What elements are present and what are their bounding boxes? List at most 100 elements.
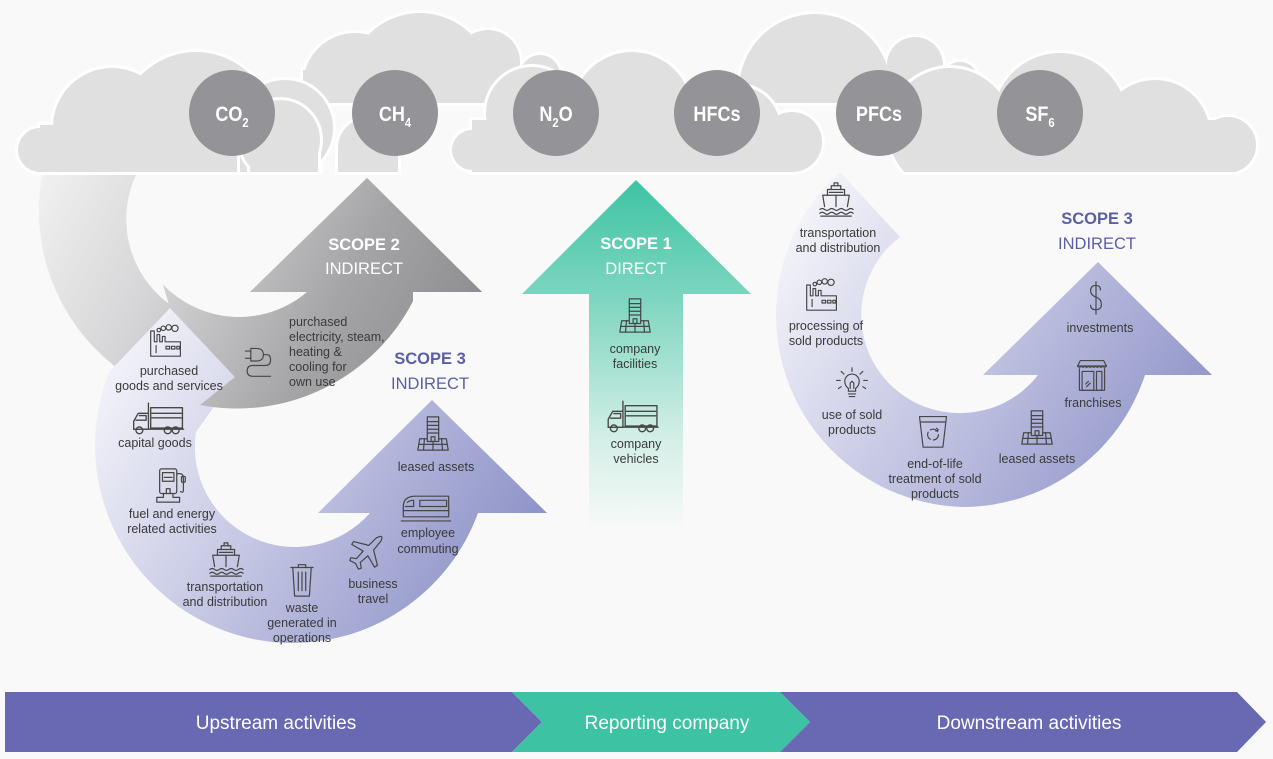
item-investments: investments [1067, 281, 1134, 335]
scope-2-type: INDIRECT [325, 260, 403, 278]
item-label-line: capital goods [118, 436, 192, 450]
value-chain-bar: Upstream activities Reporting company Do… [5, 692, 1266, 752]
gas-label: CH4 [379, 103, 412, 130]
item-label-line: business [348, 577, 397, 591]
item-end-of-life: end-of-life treatment of sold products [888, 416, 982, 501]
upstream-chevron [5, 692, 542, 752]
item-transportation-downstream: transportation and distribution [796, 182, 880, 255]
item-label-line: heating & [289, 345, 342, 359]
scope-3-upstream-section: SCOPE 3 INDIRECT purchased goods and ser… [115, 324, 474, 645]
item-label-line: fuel and energy [129, 507, 216, 521]
item-label-line: waste [285, 601, 319, 615]
scope-2-section: SCOPE 2 INDIRECT purchased electricity, … [244, 236, 403, 389]
downstream-chevron [780, 692, 1266, 752]
item-label-line: electricity, steam, [289, 330, 385, 344]
reporting-label: Reporting company [585, 713, 750, 734]
scope-2-arrowhead [162, 178, 483, 409]
item-label-line: travel [358, 592, 389, 606]
item-label-line: use of sold [822, 408, 883, 422]
item-label-line: vehicles [613, 452, 658, 466]
downstream-segment: Downstream activities [780, 692, 1266, 752]
gas-circle [189, 70, 275, 156]
item-company-vehicles: company vehicles [607, 400, 662, 466]
item-label-line: processing of [789, 319, 864, 333]
item-leased-assets-upstream: leased assets [398, 416, 474, 474]
item-label-line: own use [289, 375, 336, 389]
item-label-line: company [610, 342, 661, 356]
cloud-base [338, 150, 398, 172]
item-label-line: end-of-life [907, 457, 963, 471]
scope-3-upstream-title: SCOPE 3 [394, 350, 466, 368]
item-franchises: franchises [1065, 360, 1122, 410]
gas-circle [997, 70, 1083, 156]
scope-1-type: DIRECT [605, 260, 666, 278]
cloud [237, 97, 323, 175]
cloud-base [950, 120, 1228, 172]
scope-3-upstream-arrow [95, 308, 547, 644]
item-label-line: operations [273, 631, 331, 645]
scope-3-downstream-title: SCOPE 3 [1061, 210, 1133, 228]
gas-label: N2O [539, 103, 572, 130]
cloud-base [250, 140, 318, 172]
item-label-line: leased assets [398, 460, 474, 474]
item-label-line: products [911, 487, 959, 501]
item-use-of-sold-products: use of sold products [822, 367, 883, 437]
item-transportation-upstream: transportation and distribution [183, 542, 268, 609]
scope-1-title: SCOPE 1 [600, 235, 672, 253]
scope-3-downstream-type: INDIRECT [1058, 235, 1136, 253]
reporting-segment: Reporting company [512, 692, 810, 752]
item-label-line: related activities [127, 522, 217, 536]
gas-n2o: N2O [513, 70, 599, 156]
item-employee-commuting: employee commuting [397, 495, 459, 556]
gas-label: PFCs [856, 103, 902, 127]
scope-1-section: SCOPE 1 DIRECT company facilities compan… [600, 235, 672, 466]
gas-pfcs: PFCs [836, 70, 922, 156]
scope-2-title: SCOPE 2 [328, 236, 400, 254]
item-label-line: employee [401, 526, 455, 540]
item-waste: waste generated in operations [267, 564, 337, 645]
gas-circle [836, 70, 922, 156]
gas-circle [513, 70, 599, 156]
gas-co2: CO2 [189, 70, 275, 156]
item-purchased-goods: purchased goods and services [115, 324, 223, 393]
gas-circle [674, 70, 760, 156]
item-label-line: facilities [613, 357, 657, 371]
reporting-chevron [512, 692, 810, 752]
item-label-line: treatment of sold [888, 472, 981, 486]
scope-3-upstream-type: INDIRECT [391, 375, 469, 393]
item-capital-goods: capital goods [118, 402, 192, 450]
item-label-line: company [611, 437, 662, 451]
gas-label: SF6 [1025, 103, 1055, 130]
item-company-facilities: company facilities [610, 298, 661, 371]
scope-3-downstream-section: SCOPE 3 INDIRECT transportation and dist… [789, 182, 1136, 501]
item-fuel-energy: fuel and energy related activities [127, 468, 217, 536]
gas-circle [352, 70, 438, 156]
scope-3-downstream-arrow [776, 172, 1212, 507]
item-label-line: purchased [140, 364, 198, 378]
item-label-line: goods and services [115, 379, 223, 393]
item-label-line: transportation [187, 580, 263, 594]
item-label-line: purchased [289, 315, 347, 329]
item-label-line: leased assets [999, 452, 1075, 466]
gas-label: HFCs [693, 103, 740, 127]
item-label-line: and distribution [183, 595, 268, 609]
upstream-label: Upstream activities [196, 713, 357, 734]
gas-ch4: CH4 [352, 70, 438, 156]
item-label-line: franchises [1065, 396, 1122, 410]
item-label-line: investments [1067, 321, 1134, 335]
gas-label: CO2 [215, 103, 249, 130]
gas-sf6: SF6 [997, 70, 1083, 156]
item-processing-sold-products: processing of sold products [789, 278, 864, 348]
item-label-line: commuting [397, 542, 458, 556]
item-label-line: cooling for [289, 360, 347, 374]
item-label-line: transportation [800, 226, 876, 240]
item-label-line: generated in [267, 616, 337, 630]
item-label-line: sold products [789, 334, 863, 348]
item-business-travel: business travel [348, 535, 398, 606]
downstream-label: Downstream activities [937, 713, 1122, 734]
scope-2-item-electricity: purchased electricity, steam, heating & … [244, 315, 385, 389]
item-label-line: products [828, 423, 876, 437]
gas-hfcs: HFCs [674, 70, 760, 156]
scope-1-arrow [522, 180, 751, 525]
